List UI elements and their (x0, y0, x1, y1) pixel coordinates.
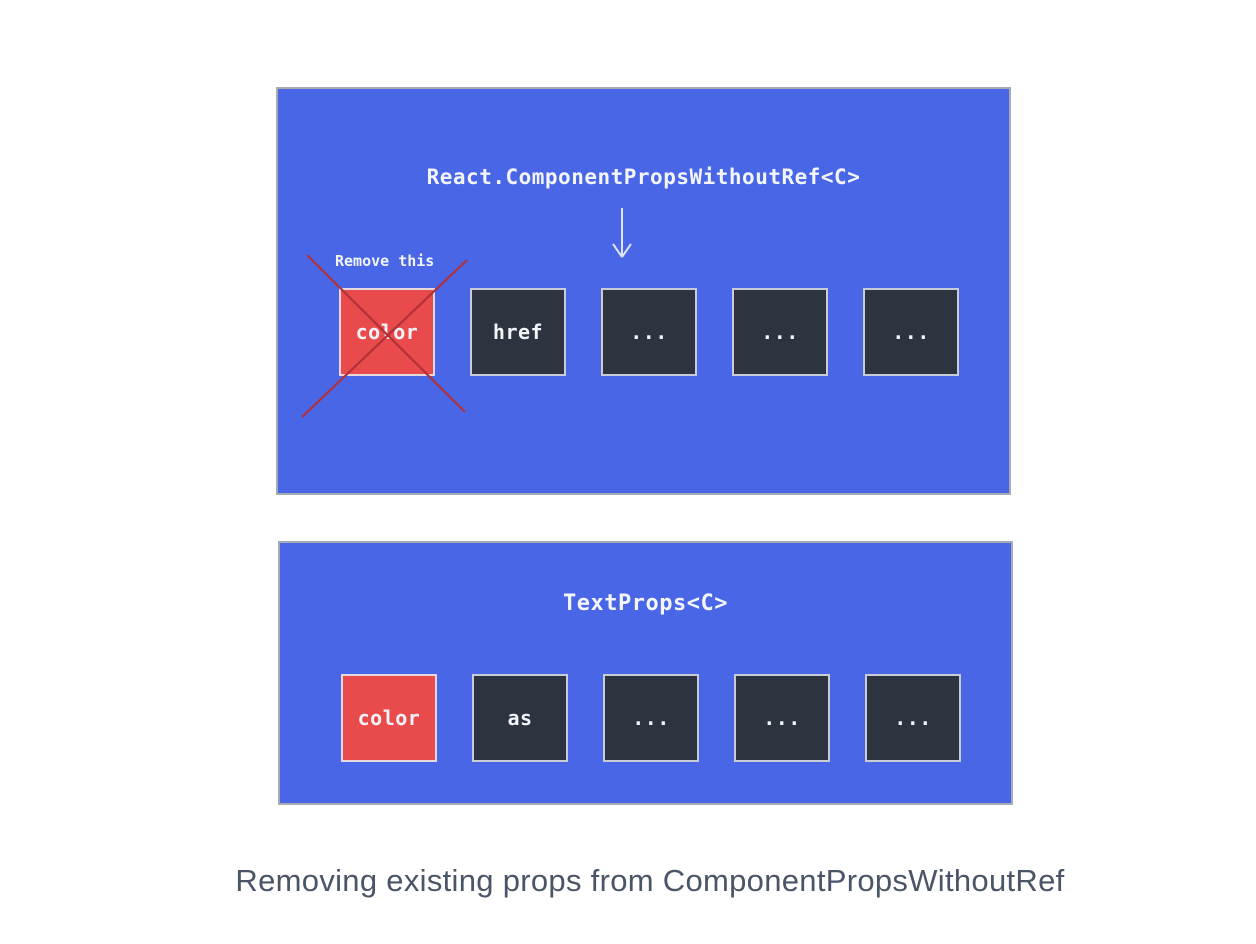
arrow-down-icon (612, 208, 632, 258)
prop-box-ellipsis: ... (865, 674, 961, 762)
top-panel-title: React.ComponentPropsWithoutRef<C> (426, 165, 861, 189)
prop-box-color: color (341, 674, 437, 762)
prop-box-ellipsis: ... (734, 674, 830, 762)
prop-box-color-crossed: color (339, 288, 435, 376)
figure-caption: Removing existing props from ComponentPr… (235, 863, 1065, 898)
prop-box-as: as (472, 674, 568, 762)
panel-text-props: TextProps<C> color as ... ... ... (278, 541, 1013, 805)
bottom-panel-title: TextProps<C> (563, 591, 728, 616)
panel-component-props: React.ComponentPropsWithoutRef<C> Remove… (276, 87, 1011, 495)
prop-box-ellipsis: ... (863, 288, 959, 376)
prop-box-ellipsis: ... (601, 288, 697, 376)
prop-box-ellipsis: ... (603, 674, 699, 762)
bottom-prop-box-row: color as ... ... ... (341, 674, 961, 762)
prop-box-href: href (470, 288, 566, 376)
prop-box-ellipsis: ... (732, 288, 828, 376)
top-prop-box-row: color href ... ... ... (339, 288, 959, 376)
remove-this-annotation: Remove this (335, 252, 435, 270)
